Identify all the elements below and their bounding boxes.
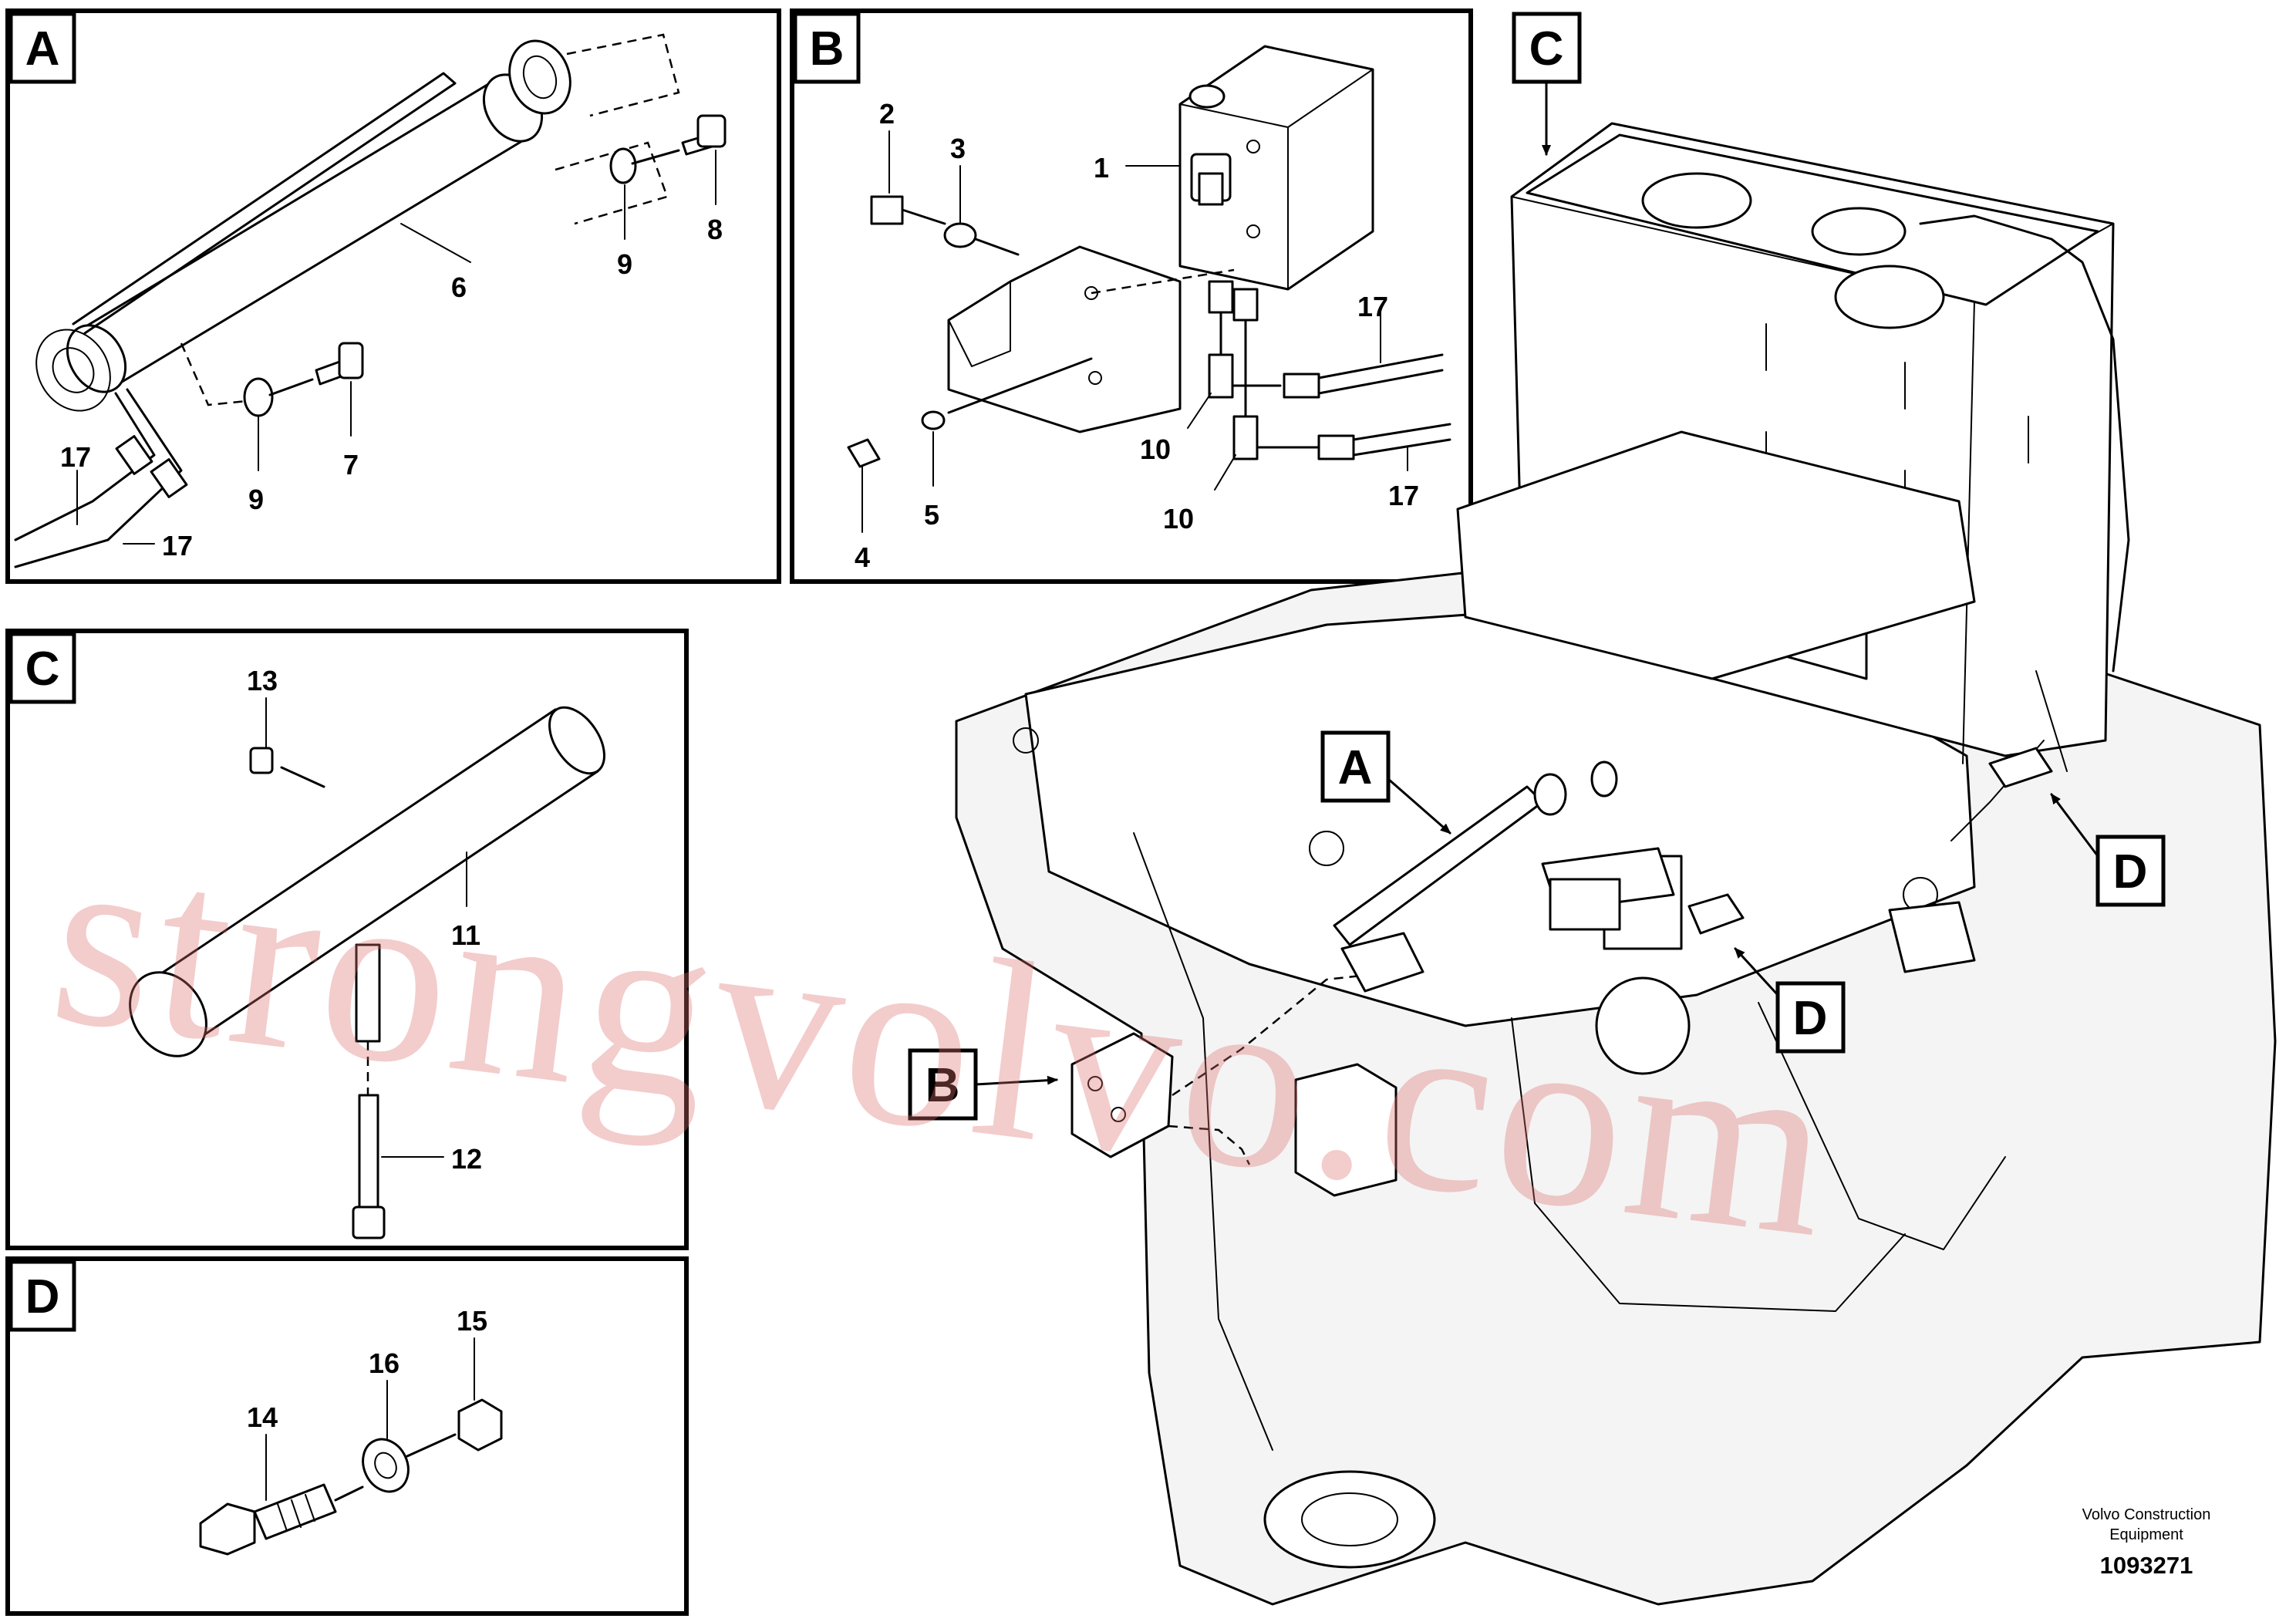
washer-icon	[362, 1438, 410, 1493]
callout-10-upper: 10	[1140, 433, 1171, 465]
callout-9-bottom: 9	[248, 484, 264, 515]
panel-b-label-box	[793, 12, 861, 84]
panel-b: B	[790, 8, 1473, 584]
callout-2: 2	[879, 98, 895, 130]
screw-shank-icon	[358, 1094, 379, 1212]
callout-12: 12	[451, 1143, 482, 1175]
hose-line	[14, 392, 156, 541]
callout-8: 8	[707, 214, 723, 245]
panel-a-frame	[5, 8, 781, 584]
callout-17-upper: 17	[60, 441, 91, 473]
hose-line	[14, 388, 183, 568]
hose-end-icon	[1317, 434, 1355, 460]
svg-text:A: A	[1338, 741, 1373, 794]
callout-1: 1	[1094, 152, 1109, 184]
tube	[129, 706, 605, 1057]
panel-b-label: B	[810, 22, 845, 76]
credit-line-1: Volvo Construction	[2082, 1506, 2211, 1523]
panel-d: D 14 16 15	[5, 1256, 689, 1616]
svg-text:B: B	[925, 1059, 960, 1112]
panel-c-frame	[5, 629, 689, 1250]
valve-block	[1178, 45, 1374, 291]
hose-line	[1352, 423, 1451, 457]
callout-17-lower: 17	[162, 530, 193, 561]
main-assembly-view: C A D D B	[908, 12, 2277, 1606]
plug-icon	[249, 747, 274, 774]
callout-6: 6	[451, 271, 467, 303]
washer-icon	[609, 147, 637, 184]
label-b-main: B	[908, 1048, 1058, 1121]
panel-c-label-box	[8, 632, 76, 704]
mounting-bracket	[947, 245, 1182, 433]
hose-end-icon	[1283, 373, 1320, 399]
callout-17-upper-b: 17	[1357, 291, 1388, 322]
callout-13: 13	[247, 665, 278, 696]
callout-14: 14	[247, 1401, 278, 1433]
callout-3: 3	[950, 133, 966, 164]
credit-block: Volvo Construction Equipment 1093271	[2082, 1506, 2211, 1579]
label-d-main-right: D	[2050, 793, 2166, 907]
callout-15: 15	[457, 1305, 487, 1337]
washer-icon	[243, 377, 274, 417]
svg-text:C: C	[1529, 22, 1564, 76]
cylinder-tube	[35, 72, 544, 412]
drawing-number: 1093271	[2100, 1552, 2193, 1579]
panel-a-label: A	[25, 22, 60, 76]
bolt	[199, 1483, 337, 1556]
label-d-main-center: D	[1734, 947, 1846, 1054]
svg-text:D: D	[1793, 992, 1828, 1045]
credit-line-2: Equipment	[2109, 1526, 2183, 1543]
panel-d-label: D	[25, 1270, 60, 1324]
washer-icon	[943, 222, 977, 248]
nut-icon	[457, 1398, 503, 1452]
valve-block-main	[1070, 970, 1397, 1165]
pin-head-icon	[338, 342, 364, 379]
elbow-fitting-icon	[1232, 415, 1259, 460]
panel-c: C 13 11 12	[5, 629, 689, 1250]
screw-icon	[847, 438, 881, 468]
screw-head-icon	[352, 1206, 386, 1239]
callout-10-lower: 10	[1163, 503, 1194, 534]
callout-17-lower-b: 17	[1388, 480, 1419, 511]
fitting-icon	[1208, 280, 1234, 314]
fitting-icon	[1232, 288, 1259, 322]
callout-11: 11	[451, 919, 480, 951]
panel-a: A 6	[5, 8, 781, 584]
label-a-main: A	[1320, 730, 1451, 835]
elbow-fitting-icon	[1208, 353, 1234, 399]
screw-icon	[870, 195, 904, 225]
panel-b-frame	[790, 8, 1473, 584]
bushing-ring	[508, 39, 571, 115]
panel-d-label-box	[8, 1259, 76, 1332]
callout-7: 7	[343, 449, 359, 481]
label-c-main: C	[1512, 12, 1582, 156]
panel-c-label: C	[25, 642, 60, 696]
svg-text:D: D	[2113, 845, 2148, 899]
panel-d-frame	[5, 1256, 689, 1616]
callout-9-top: 9	[617, 248, 632, 280]
panel-a-label-box	[8, 12, 76, 84]
hose-line	[1317, 353, 1444, 395]
callout-16: 16	[369, 1347, 400, 1379]
washer-icon	[921, 410, 946, 430]
callout-4: 4	[855, 541, 870, 573]
callout-5: 5	[924, 499, 939, 531]
bolt-head-icon	[696, 114, 727, 148]
